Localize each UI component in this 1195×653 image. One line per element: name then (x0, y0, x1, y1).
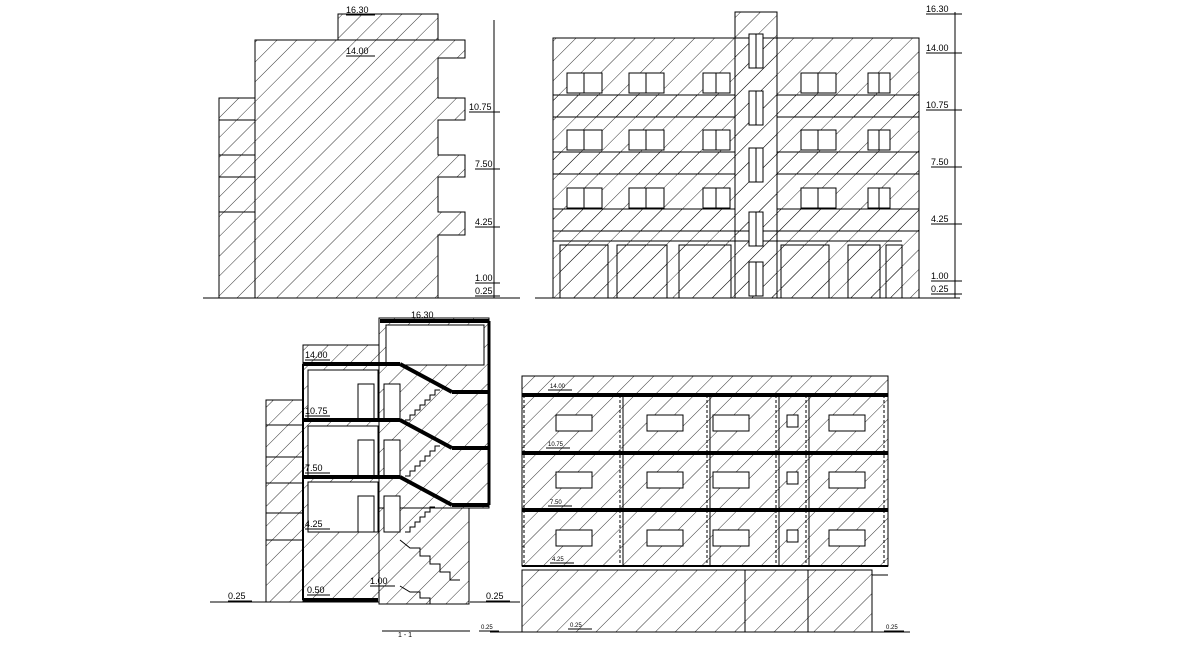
section-level-10-75: 10.75 (305, 406, 328, 416)
long-level-0-25-inner: 0.25 (570, 623, 582, 629)
front-windows (566, 72, 891, 209)
long-level-7-50: 7.50 (550, 500, 562, 506)
side-elevation: 16.30 14.00 10.75 7.50 4.25 1.00 0.25 (203, 5, 520, 299)
side-annex-block (218, 97, 256, 299)
front-level-16-30: 16.30 (926, 4, 949, 14)
long-level-0-25-right: 0.25 (886, 625, 898, 631)
front-level-14-00: 14.00 (926, 43, 949, 53)
section-level-7-50: 7.50 (305, 463, 323, 473)
long-level-0-25-left: 0.25 (481, 625, 493, 631)
section-annex-block (265, 399, 304, 603)
section-1-1: 16.30 14.00 10.75 7.50 4.25 1.00 0.50 0.… (210, 310, 520, 639)
side-level-0-25: 0.25 (475, 286, 493, 296)
section-level-marks: 16.30 14.00 10.75 7.50 4.25 1.00 0.50 0.… (228, 310, 510, 602)
side-level-10-75: 10.75 (469, 102, 492, 112)
section-level-14-00: 14.00 (305, 350, 328, 360)
side-level-7-50: 7.50 (475, 159, 493, 169)
section-level-1-00: 1.00 (370, 576, 388, 586)
section-longitudinal: 14.00 10.75 7.50 4.25 0.25 0.25 0.25 (479, 375, 910, 633)
front-elevation: 16.30 14.00 10.75 7.50 4.25 1.00 0.25 (535, 4, 962, 299)
side-level-14-00: 14.00 (346, 46, 369, 56)
long-section-ground (521, 569, 873, 633)
side-level-4-25: 4.25 (475, 217, 493, 227)
long-level-4-25: 4.25 (552, 557, 564, 563)
section-title: 1 - 1 (398, 632, 412, 639)
section-level-16-30: 16.30 (411, 310, 434, 320)
section-floor-slabs (302, 319, 491, 602)
front-floor-bands (552, 94, 920, 242)
long-level-14-00: 14.00 (550, 384, 566, 390)
front-stair-windows (748, 33, 764, 297)
front-level-4-25: 4.25 (931, 214, 949, 224)
long-floor-slabs (522, 393, 888, 567)
side-level-1-00: 1.00 (475, 273, 493, 283)
side-main-block (254, 39, 466, 299)
side-roof-block (337, 13, 439, 41)
section-stair-flights (399, 389, 465, 605)
long-level-marks: 14.00 10.75 7.50 4.25 0.25 0.25 0.25 (479, 384, 904, 632)
front-level-10-75: 10.75 (926, 100, 949, 110)
front-level-1-00: 1.00 (931, 271, 949, 281)
long-columns (523, 395, 885, 566)
section-level-4-25: 4.25 (305, 519, 323, 529)
front-level-marks: 16.30 14.00 10.75 7.50 4.25 1.00 0.25 (926, 4, 962, 295)
section-level-0-50: 0.50 (307, 585, 325, 595)
section-level-0-25-left: 0.25 (228, 591, 246, 601)
front-level-7-50: 7.50 (931, 157, 949, 167)
front-level-0-25: 0.25 (931, 284, 949, 294)
long-windows (555, 414, 866, 547)
long-level-10-75: 10.75 (548, 442, 564, 448)
section-level-0-25-right: 0.25 (486, 591, 504, 601)
side-level-marks: 16.30 14.00 10.75 7.50 4.25 1.00 0.25 (346, 5, 500, 297)
side-level-16-30: 16.30 (346, 5, 369, 15)
